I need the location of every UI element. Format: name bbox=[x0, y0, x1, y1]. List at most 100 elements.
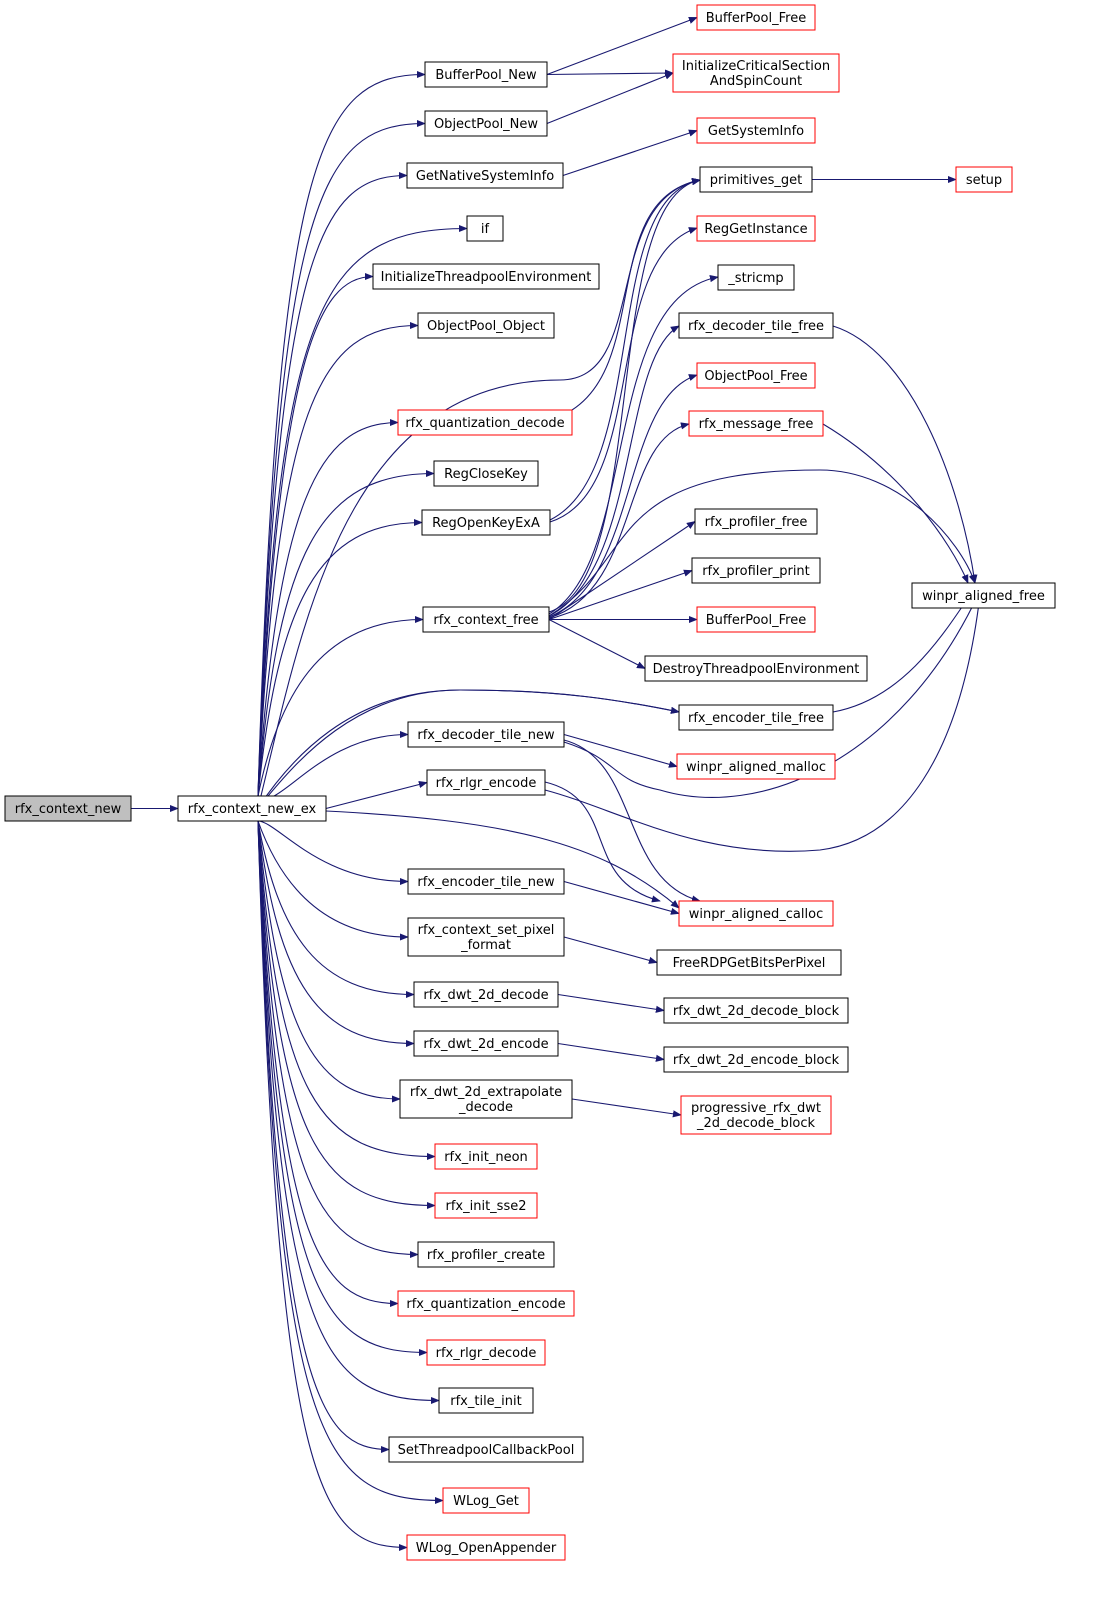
node-rfx-rlgr-encode[interactable]: rfx_rlgr_encode bbox=[426, 769, 546, 796]
edge-rfx-context-free-to-rfx-profiler-print bbox=[548, 569, 693, 621]
node-wlog-get[interactable]: WLog_Get bbox=[442, 1487, 530, 1514]
node-rfx-encoder-tile-free[interactable]: rfx_encoder_tile_free bbox=[678, 704, 834, 731]
node-label: rfx_dwt_2d_encode_block bbox=[673, 1053, 840, 1068]
node-box bbox=[644, 655, 868, 682]
node-rfx-profiler-free[interactable]: rfx_profiler_free bbox=[694, 508, 818, 535]
node-stricmp[interactable]: _stricmp bbox=[717, 264, 795, 291]
edge-rfx-dwt-2d-decode-to-rfx-dwt-2d-decode-block bbox=[557, 993, 665, 1013]
node-if[interactable]: if bbox=[466, 215, 504, 242]
edge-bufferpool-new-to-initializecriticalsectionandspincount bbox=[546, 69, 674, 77]
node-rfx-profiler-print[interactable]: rfx_profiler_print bbox=[691, 557, 821, 584]
node-box bbox=[911, 582, 1056, 609]
node-label: rfx_quantization_decode bbox=[405, 416, 564, 431]
node-bufferpool-free[interactable]: BufferPool_Free bbox=[696, 606, 816, 633]
node-rfx-dwt-2d-decode[interactable]: rfx_dwt_2d_decode bbox=[413, 981, 559, 1008]
node-label: rfx_rlgr_encode bbox=[436, 776, 537, 791]
node-getsysteminfo[interactable]: GetSystemInfo bbox=[696, 117, 816, 144]
node-winpr-aligned-calloc[interactable]: winpr_aligned_calloc bbox=[678, 900, 834, 927]
node-box bbox=[406, 162, 564, 189]
edge-rfx-context-free-to-objectpool-free bbox=[548, 374, 698, 618]
node-rfx-dwt-2d-decode-block[interactable]: rfx_dwt_2d_decode_block bbox=[663, 997, 849, 1024]
node-box bbox=[397, 1290, 575, 1317]
node-rfx-context-free[interactable]: rfx_context_free bbox=[422, 606, 550, 633]
edge-rfx-context-free-to-rfx-message-free bbox=[548, 422, 690, 619]
node-regopenkeyexa[interactable]: RegOpenKeyExA bbox=[421, 509, 551, 536]
node-progressive-rfx-dwt-2d-decode-block[interactable]: progressive_rfx_dwt_2d_decode_block bbox=[680, 1095, 832, 1135]
edge-rfx-quantization-decode-to-primitives-get bbox=[571, 178, 701, 411]
node-setup[interactable]: setup bbox=[955, 166, 1013, 193]
node-rfx-decoder-tile-free[interactable]: rfx_decoder_tile_free bbox=[678, 312, 834, 339]
edge-rfx-dwt-2d-encode-to-rfx-dwt-2d-encode-block bbox=[557, 1042, 665, 1062]
edge-rfx-context-new-ex-to-rfx-context-free bbox=[257, 615, 424, 797]
node-freerdpgetbitsperpixel[interactable]: FreeRDPGetBitsPerPixel bbox=[656, 949, 842, 976]
edge-rfx-context-new-ex-to-winpr-aligned-free bbox=[257, 689, 680, 809]
node-label: if bbox=[481, 222, 490, 237]
node-rfx-message-free[interactable]: rfx_message_free bbox=[688, 410, 824, 437]
node-rfx-dwt-2d-encode[interactable]: rfx_dwt_2d_encode bbox=[413, 1030, 559, 1057]
node-objectpool-new[interactable]: ObjectPool_New bbox=[424, 110, 548, 137]
node-box bbox=[678, 900, 834, 927]
node-bufferpool-free[interactable]: BufferPool_Free bbox=[696, 4, 816, 31]
node-wlog-openappender[interactable]: WLog_OpenAppender bbox=[406, 1534, 566, 1561]
node-label: SetThreadpoolCallbackPool bbox=[398, 1443, 575, 1458]
node-label: GetNativeSystemInfo bbox=[416, 169, 554, 184]
node-rfx-dwt-2d-extrapolate-decode[interactable]: rfx_dwt_2d_extrapolate_decode bbox=[399, 1079, 573, 1119]
edge-rfx-context-new-ex-to-rfx-quantization-decode bbox=[257, 418, 399, 797]
node-destroythreadpoolenvironment[interactable]: DestroyThreadpoolEnvironment bbox=[644, 655, 868, 682]
node-reggetinstance[interactable]: RegGetInstance bbox=[696, 215, 816, 242]
node-label: rfx_tile_init bbox=[450, 1394, 522, 1409]
node-setthreadpoolcallbackpool[interactable]: SetThreadpoolCallbackPool bbox=[388, 1436, 584, 1463]
edge-rfx-context-new-ex-to-bufferpool-new bbox=[257, 70, 426, 797]
node-rfx-decoder-tile-new[interactable]: rfx_decoder_tile_new bbox=[407, 721, 565, 748]
node-rfx-encoder-tile-new[interactable]: rfx_encoder_tile_new bbox=[407, 868, 565, 895]
node-rfx-context-set-pixel-format[interactable]: rfx_context_set_pixel_format bbox=[407, 917, 565, 957]
node-box bbox=[663, 1046, 849, 1073]
node-rfx-rlgr-decode[interactable]: rfx_rlgr_decode bbox=[426, 1339, 546, 1366]
node-box bbox=[688, 410, 824, 437]
node-label: rfx_rlgr_decode bbox=[436, 1346, 537, 1361]
node-box bbox=[406, 1534, 566, 1561]
node-rfx-tile-init[interactable]: rfx_tile_init bbox=[438, 1387, 534, 1414]
node-rfx-init-sse2[interactable]: rfx_init_sse2 bbox=[434, 1192, 538, 1219]
edge-rfx-context-new-ex-to-if bbox=[257, 224, 468, 797]
edge-rfx-context-new-ex-to-rfx-dwt-2d-extrapolate-decode bbox=[257, 820, 401, 1103]
node-label: BufferPool_Free bbox=[706, 613, 806, 628]
node-box bbox=[656, 949, 842, 976]
node-primitives-get[interactable]: primitives_get bbox=[699, 166, 813, 193]
node-box bbox=[691, 557, 821, 584]
edge-bufferpool-new-to-bufferpool-free bbox=[546, 16, 698, 76]
edge-rfx-context-new-ex-to-rfx-encoder-tile-new bbox=[257, 820, 409, 886]
node-label: FreeRDPGetBitsPerPixel bbox=[673, 956, 826, 971]
node-box bbox=[696, 117, 816, 144]
node-box bbox=[417, 312, 555, 339]
node-rfx-context-new[interactable]: rfx_context_new bbox=[4, 795, 132, 822]
edge-objectpool-new-to-initializecriticalsectionandspincount bbox=[546, 72, 674, 125]
node-rfx-quantization-encode[interactable]: rfx_quantization_encode bbox=[397, 1290, 575, 1317]
node-label: _format bbox=[460, 938, 511, 953]
node-rfx-init-neon[interactable]: rfx_init_neon bbox=[434, 1143, 538, 1170]
node-rfx-profiler-create[interactable]: rfx_profiler_create bbox=[417, 1241, 555, 1268]
node-rfx-context-new-ex[interactable]: rfx_context_new_ex bbox=[177, 795, 327, 822]
node-rfx-quantization-decode[interactable]: rfx_quantization_decode bbox=[397, 409, 573, 436]
node-getnativesysteminfo[interactable]: GetNativeSystemInfo bbox=[406, 162, 564, 189]
node-label: winpr_aligned_free bbox=[922, 589, 1045, 604]
node-rfx-dwt-2d-encode-block[interactable]: rfx_dwt_2d_encode_block bbox=[663, 1046, 849, 1073]
node-objectpool-free[interactable]: ObjectPool_Free bbox=[696, 362, 816, 389]
node-objectpool-object[interactable]: ObjectPool_Object bbox=[417, 312, 555, 339]
node-label: rfx_encoder_tile_free bbox=[688, 711, 824, 726]
node-bufferpool-new[interactable]: BufferPool_New bbox=[424, 61, 548, 88]
node-regclosekey[interactable]: RegCloseKey bbox=[433, 460, 539, 487]
node-label: RegOpenKeyExA bbox=[432, 516, 540, 531]
node-box bbox=[4, 795, 132, 822]
node-box bbox=[426, 769, 546, 796]
node-winpr-aligned-free[interactable]: winpr_aligned_free bbox=[911, 582, 1056, 609]
edge-rfx-context-new-ex-to-regopenkeyexa bbox=[257, 518, 423, 797]
node-box bbox=[676, 753, 836, 780]
node-label: rfx_profiler_create bbox=[427, 1248, 545, 1263]
node-box bbox=[466, 215, 504, 242]
edge-rfx-context-free-to-stricmp bbox=[548, 275, 719, 615]
edge-rfx-context-free-to-winpr-aligned-free bbox=[548, 469, 976, 617]
node-winpr-aligned-malloc[interactable]: winpr_aligned_malloc bbox=[676, 753, 836, 780]
node-initializethreadpoolenvironment[interactable]: InitializeThreadpoolEnvironment bbox=[372, 263, 600, 290]
